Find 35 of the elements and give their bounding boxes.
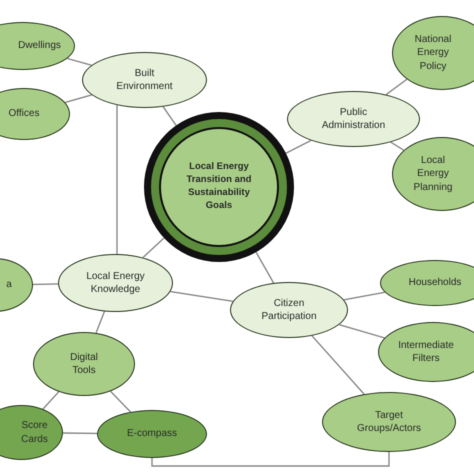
connector-line: [390, 142, 404, 151]
connector-line: [151, 452, 390, 467]
topic-ellipse: Offices: [0, 88, 70, 140]
connector-line: [95, 311, 106, 334]
connector-line: [65, 94, 92, 104]
topic-ellipse: Local Energy Knowledge: [58, 254, 173, 312]
connector-line: [63, 432, 97, 434]
topic-ellipse: Score Cards: [0, 405, 63, 460]
topic-ellipse: Target Groups/Actors: [322, 392, 456, 452]
connector-line: [170, 290, 233, 302]
topic-ellipse: Digital Tools: [33, 332, 135, 396]
connector-line: [386, 78, 408, 96]
topic-ellipse: Public Administration: [287, 91, 420, 147]
topic-ellipse: Dwellings: [0, 22, 75, 70]
topic-ellipse: Local Energy Planning: [392, 137, 474, 211]
connector-line: [256, 252, 274, 284]
goal-circle: Local Energy Transition and Sustainability Goals: [144, 112, 294, 262]
connector-line: [67, 58, 92, 66]
topic-ellipse: Intermediate Filters: [378, 322, 474, 382]
connector-line: [344, 292, 385, 300]
topic-ellipse: Citizen Participation: [230, 282, 348, 338]
connector-line: [311, 335, 365, 395]
connector-line: [339, 324, 385, 339]
topic-ellipse: E-compass: [97, 410, 207, 458]
topic-ellipse: National Energy Policy: [392, 16, 474, 90]
connector-line: [32, 283, 58, 286]
topic-ellipse: Built Environment: [82, 52, 207, 108]
connector-line: [286, 140, 312, 154]
connector-line: [162, 106, 177, 126]
connector-line: [116, 105, 118, 254]
topic-ellipse: Households: [380, 260, 474, 306]
connector-line: [42, 391, 60, 410]
connector-line: [142, 237, 164, 258]
connector-line: [110, 390, 131, 412]
topic-ellipse: a: [0, 258, 33, 312]
